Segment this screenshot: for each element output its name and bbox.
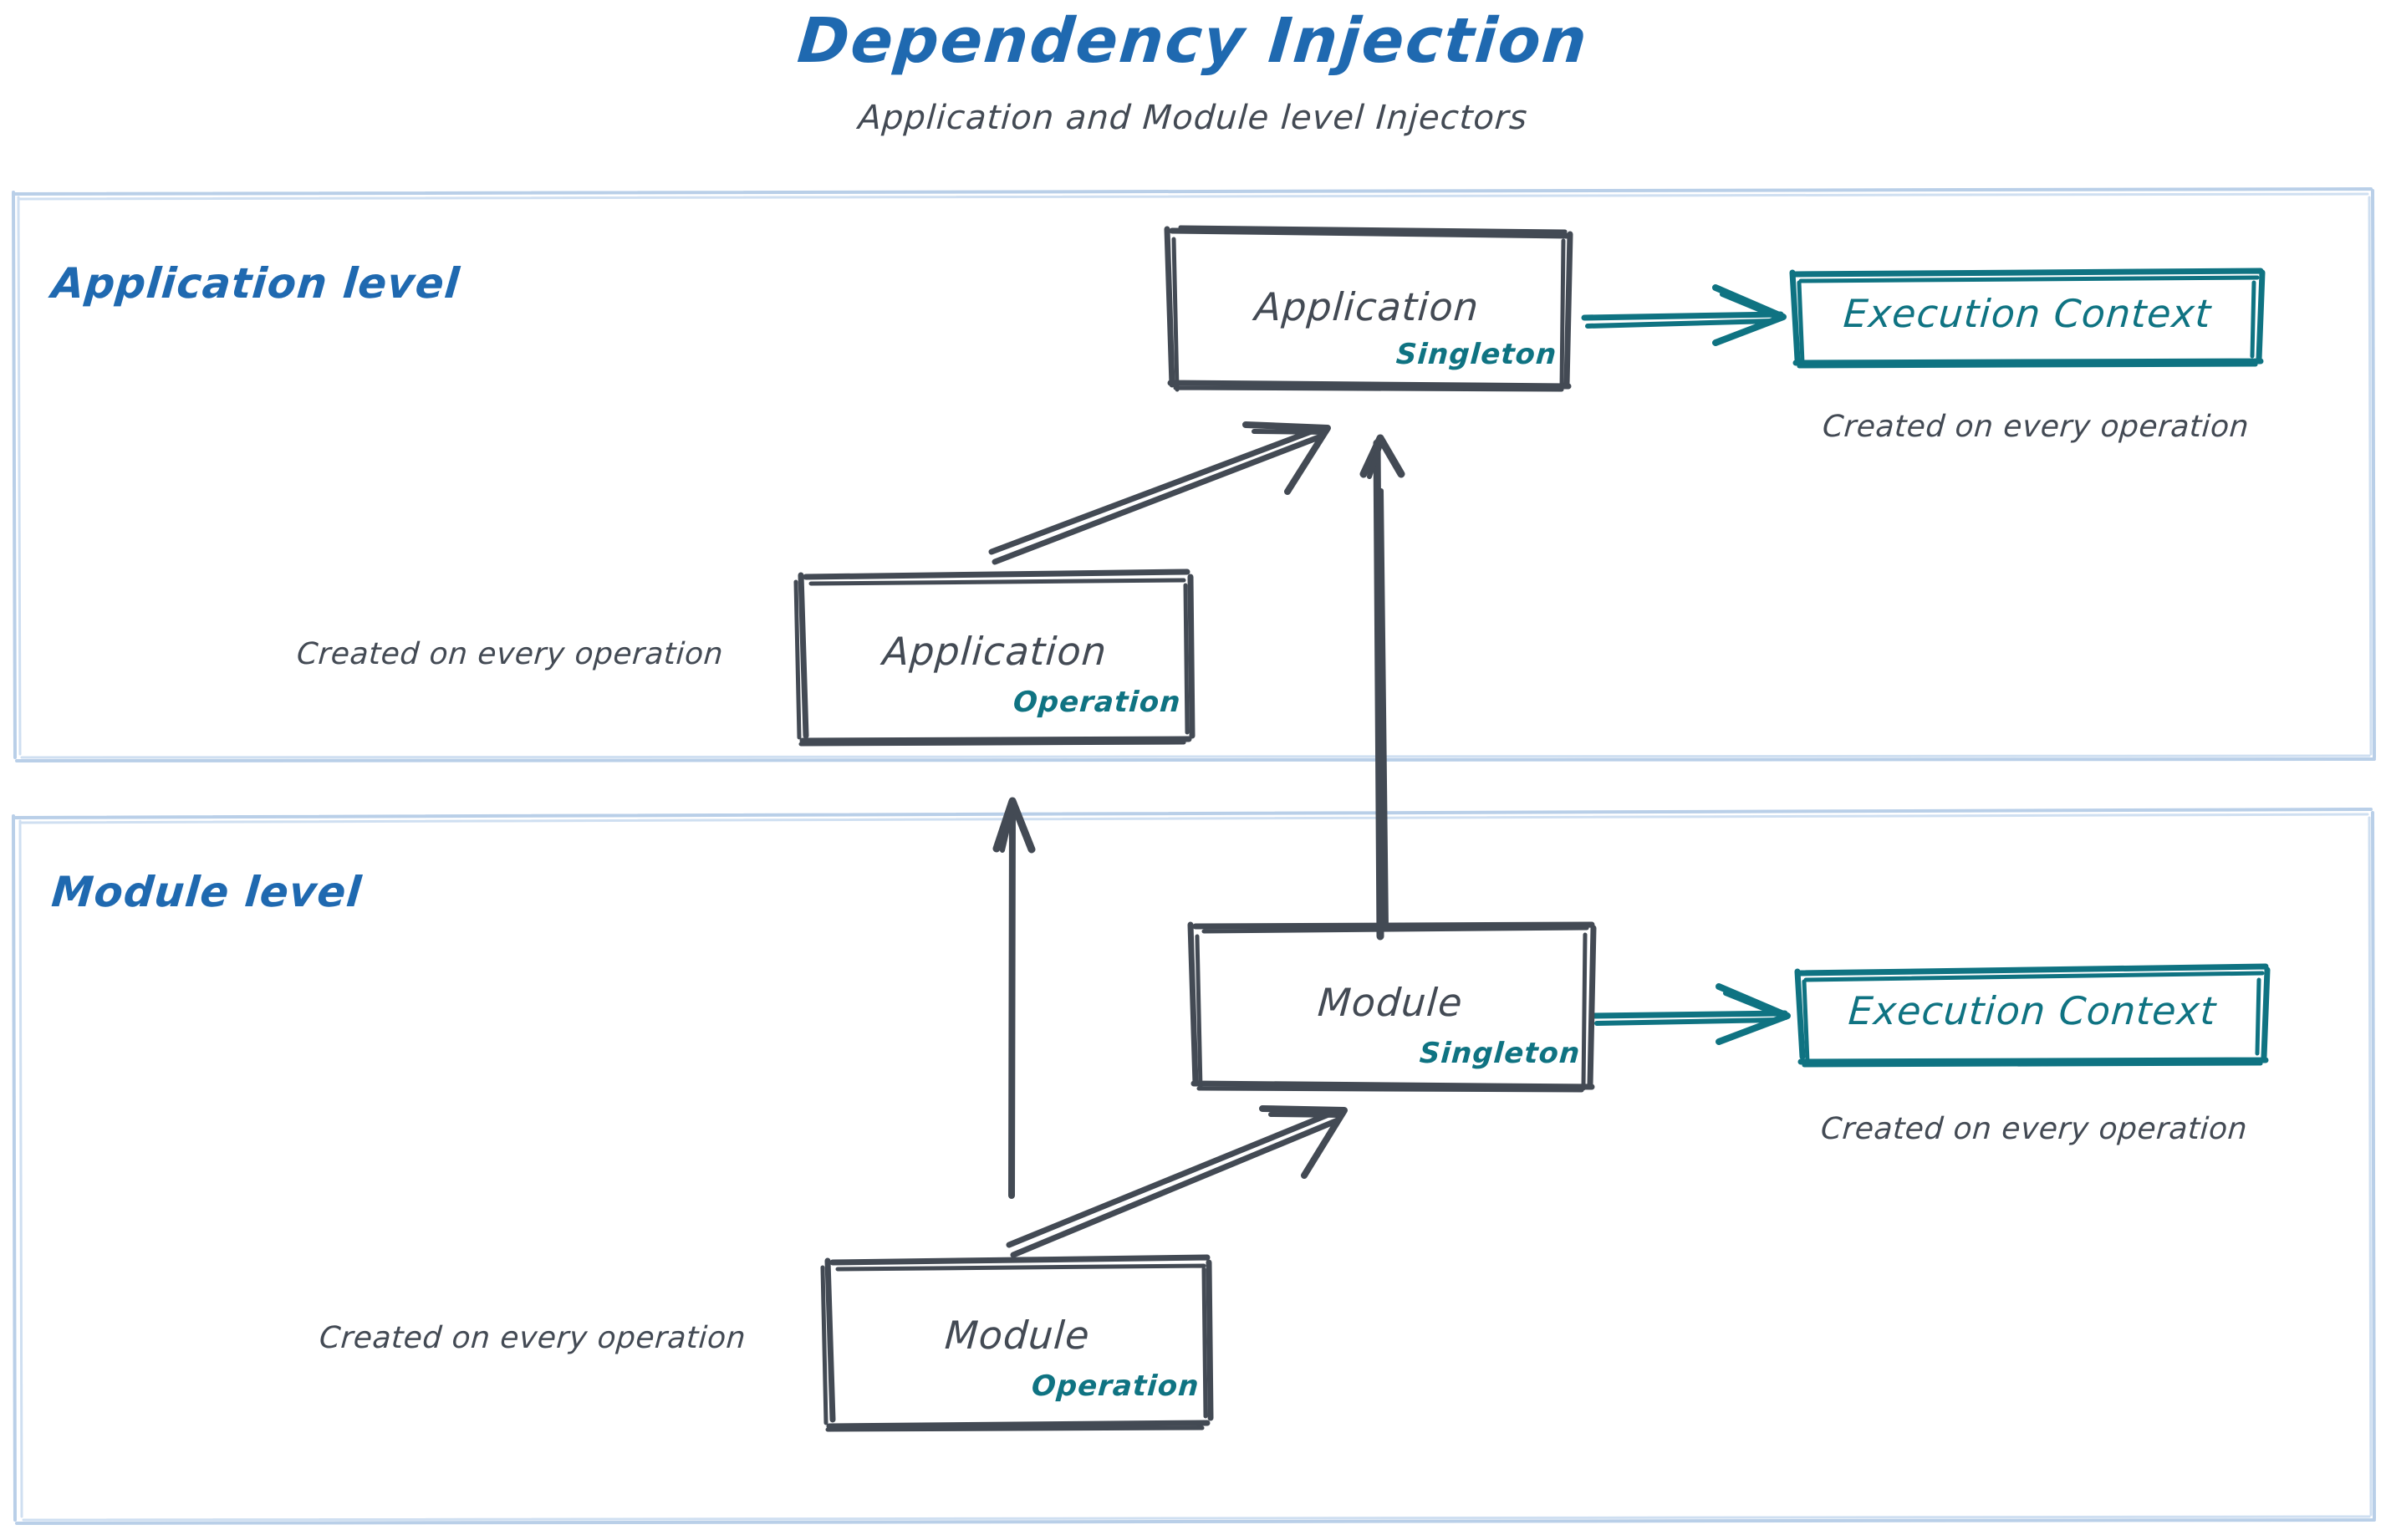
application-execution-context-box xyxy=(1789,268,2266,369)
section-label-module-level: Module level xyxy=(49,868,365,916)
node-module-operation[interactable]: Module Operation xyxy=(820,1252,1214,1432)
caption-application-execution-context: Created on every operation xyxy=(1821,410,2251,444)
node-application-singleton[interactable]: Application Singleton xyxy=(1162,224,1573,392)
node-title: Application xyxy=(1253,284,1481,329)
caption-module-execution-context: Created on every operation xyxy=(1819,1112,2249,1146)
section-module-level: Module level xyxy=(12,808,2376,1525)
node-scope-badge: Singleton xyxy=(1418,1037,1582,1070)
application-level-frame xyxy=(12,187,2376,762)
node-title: Module xyxy=(1316,980,1465,1025)
application-singleton-box xyxy=(1164,225,1573,392)
node-scope-badge: Operation xyxy=(1012,686,1182,719)
node-application-execution-context[interactable]: Execution Context xyxy=(1789,266,2266,369)
section-label-application-level: Application level xyxy=(49,259,462,308)
node-title: Module xyxy=(943,1313,1092,1358)
section-application-level: Application level xyxy=(12,186,2376,762)
module-operation-box xyxy=(820,1254,1214,1432)
page-title: Dependency Injection xyxy=(794,5,1592,77)
node-title: Application xyxy=(881,629,1109,674)
node-title: Execution Context xyxy=(1842,291,2213,336)
page-subtitle: Application and Module level Injectors xyxy=(857,99,1529,137)
node-module-singleton[interactable]: Module Singleton xyxy=(1185,920,1597,1093)
caption-module-operation: Created on every operation xyxy=(318,1321,747,1355)
module-execution-context-box xyxy=(1794,963,2271,1068)
node-scope-badge: Operation xyxy=(1030,1369,1201,1403)
module-singleton-box xyxy=(1187,921,1597,1093)
application-operation-box xyxy=(793,569,1196,747)
node-application-operation[interactable]: Application Operation xyxy=(793,569,1196,747)
caption-application-operation: Created on every operation xyxy=(295,637,725,671)
node-scope-badge: Singleton xyxy=(1394,338,1558,371)
module-level-frame xyxy=(12,808,2376,1525)
node-module-execution-context[interactable]: Execution Context xyxy=(1794,963,2271,1068)
node-title: Execution Context xyxy=(1847,988,2218,1033)
